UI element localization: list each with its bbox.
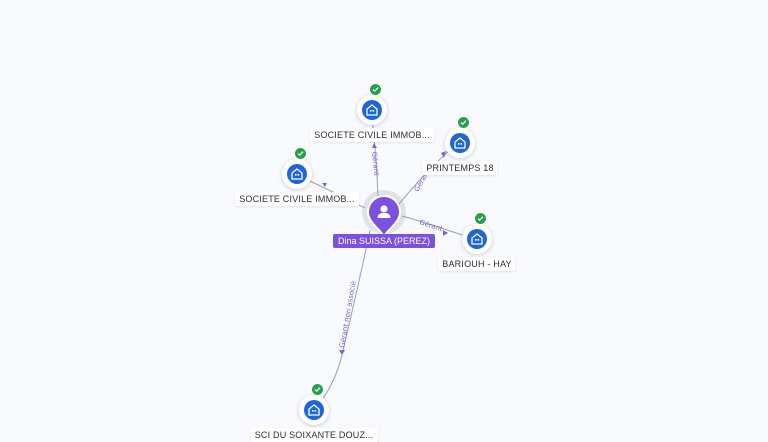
company-label[interactable]: BARIOUH - HAY [438,257,516,271]
person-marker[interactable] [367,195,401,237]
arrow-sci-top [372,143,377,148]
building-icon [308,404,320,416]
arrow-bariouh [443,230,448,236]
edge-label-bariouh: Gérant [418,218,444,233]
person-name-label[interactable]: Dina SUISSA (PEREZ) [332,234,436,248]
company-badge [287,164,307,184]
company-label[interactable]: SCI DU SOIXANTE DOUZ... [250,428,378,442]
edge-sci-bottom [315,229,371,409]
arrow-sci-bottom [339,350,345,355]
building-icon [291,168,303,180]
company-label[interactable]: SOCIETE CIVILE IMMOB... [310,128,434,142]
person-icon [377,205,391,218]
edge-label-sci-top: Gérant [370,151,380,176]
building-icon [454,137,466,149]
building-icon [366,104,378,116]
arrow-printemps [441,151,446,158]
edge-sci-top [371,117,379,197]
check-icon [474,212,487,225]
check-icon [294,147,307,160]
company-badge [450,133,470,153]
company-label[interactable]: SOCIETE CIVILE IMMOB... [235,192,359,206]
arrow-sci-left [322,183,327,187]
company-marker[interactable] [282,147,312,189]
company-marker[interactable] [462,212,492,254]
check-icon [311,383,324,396]
company-marker[interactable] [445,116,475,158]
company-marker[interactable] [299,383,329,425]
building-icon [471,233,483,245]
edge-label-sci-bottom: Gérant non associé [338,280,358,348]
company-badge [362,100,382,120]
company-badge [467,229,487,249]
check-icon [457,116,470,129]
company-label[interactable]: PRINTEMPS 18 [422,161,498,175]
company-badge [304,400,324,420]
company-marker[interactable] [357,83,387,125]
check-icon [369,83,382,96]
